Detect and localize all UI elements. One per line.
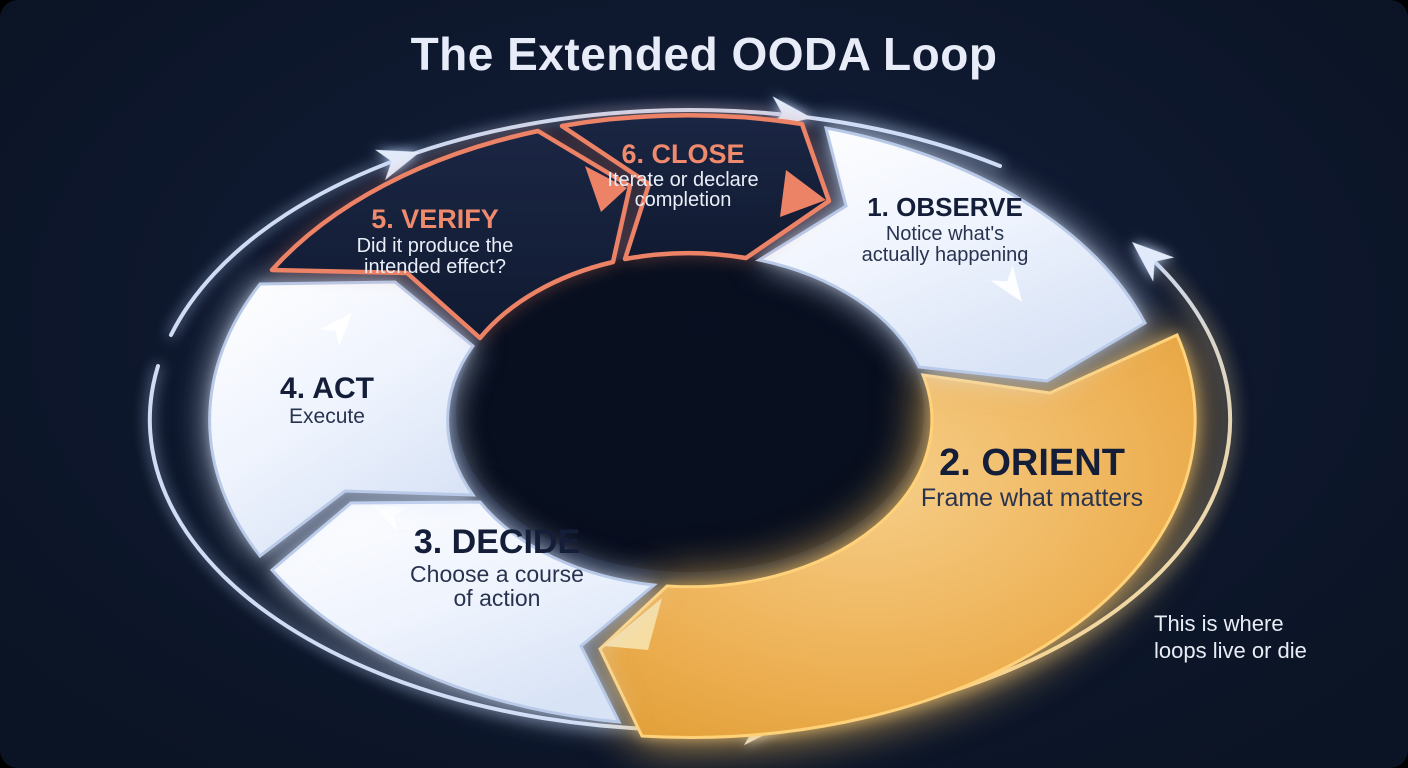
segment-close-shape	[559, 113, 832, 262]
close-desc-2: completion	[635, 189, 732, 211]
close-label: 6. CLOSE	[621, 139, 744, 169]
annotation-line-2: loops live or die	[1154, 638, 1307, 663]
act-desc-1: Execute	[289, 405, 365, 428]
segment-orient: 2. ORIENT Frame what matters	[921, 442, 1143, 512]
segment-decide: 3. DECIDE Choose a course of action	[410, 523, 584, 611]
segment-observe-shape	[755, 126, 1147, 383]
segment-act-shape	[208, 280, 477, 559]
orient-desc-1: Frame what matters	[921, 484, 1143, 512]
segment-act: 4. ACT Execute	[280, 372, 374, 428]
segment-verify: 5. VERIFY Did it produce the intended ef…	[357, 204, 514, 278]
decide-desc-2: of action	[454, 585, 541, 611]
verify-tip-arrow-icon	[585, 166, 627, 212]
orient-tip-accent-icon	[604, 598, 662, 650]
segment-orient-shape	[598, 333, 1197, 739]
observe-desc-2: actually happening	[862, 244, 1029, 266]
outer-arc-bottom-left	[147, 364, 786, 732]
verify-desc-1: Did it produce the	[357, 235, 514, 257]
verify-desc-2: intended effect?	[364, 256, 506, 278]
annotation-line-1: This is where	[1154, 611, 1284, 636]
segment-close: 6. CLOSE Iterate or declare completion	[607, 139, 758, 211]
observe-label: 1. OBSERVE	[867, 192, 1023, 222]
outer-arc-top	[169, 107, 1002, 337]
orient-label: 2. ORIENT	[939, 442, 1125, 484]
verify-label: 5. VERIFY	[371, 204, 499, 234]
loop-center-hole	[456, 252, 924, 572]
page-title: The Extended OODA Loop	[411, 28, 998, 80]
close-desc-1: Iterate or declare	[607, 169, 758, 191]
close-tip-arrow-icon	[780, 170, 826, 217]
observe-desc-1: Notice what's	[886, 223, 1004, 245]
act-label: 4. ACT	[280, 372, 374, 405]
annotation-note: This is where loops live or die	[1154, 611, 1307, 663]
decide-label: 3. DECIDE	[414, 523, 580, 561]
segment-observe: 1. OBSERVE Notice what's actually happen…	[862, 192, 1029, 266]
segment-verify-shape	[269, 128, 633, 341]
decide-desc-1: Choose a course	[410, 561, 584, 587]
segment-decide-shape	[269, 500, 658, 724]
